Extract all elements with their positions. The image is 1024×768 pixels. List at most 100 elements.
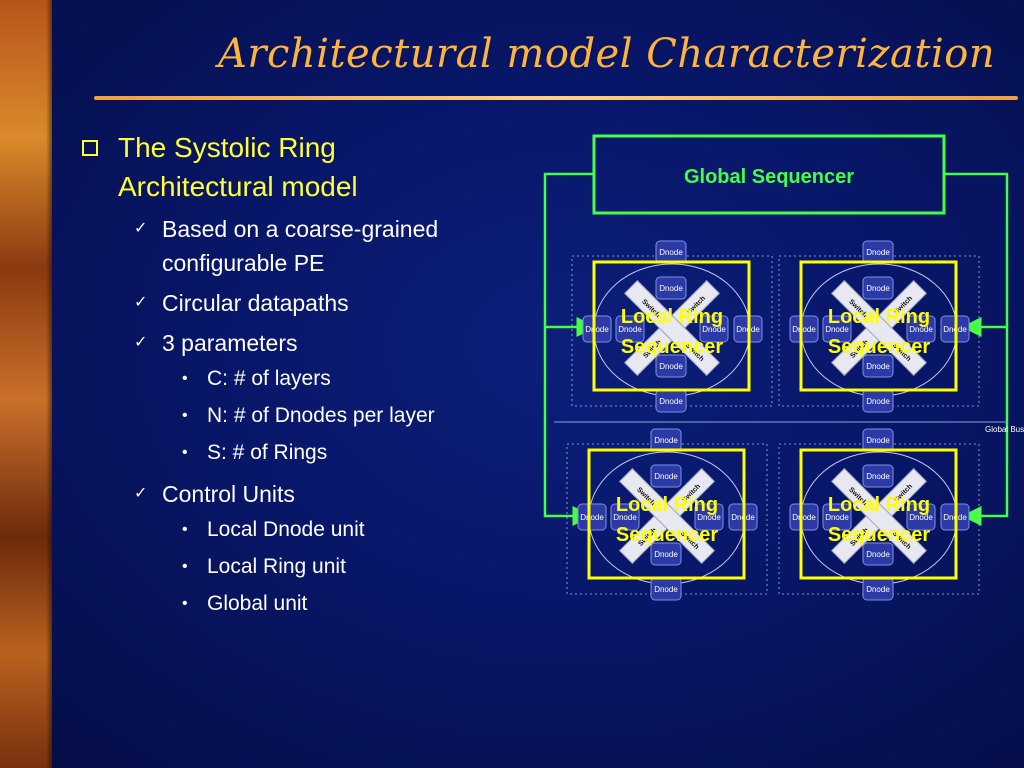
local-ring-label-line2: Sequencer	[828, 336, 930, 358]
control-line-left-top	[543, 172, 597, 337]
dnode-label: Dnode	[702, 325, 726, 334]
checkmark-icon: ✓	[134, 220, 148, 237]
dnode: Dnode	[610, 503, 640, 531]
dnode-block	[577, 503, 607, 531]
dnode-label: Dnode	[654, 436, 678, 445]
dnode-label: Dnode	[866, 248, 890, 257]
bullet-parameters: ✓ 3 parameters	[76, 326, 526, 360]
ring-unit: SwitchSwitchSwitchSwitchDnodeDnodeDnodeD…	[566, 428, 768, 601]
local-ring-sequencer-box	[799, 448, 958, 580]
dnode-label: Dnode	[580, 513, 604, 522]
dnode-block	[789, 503, 819, 531]
dnode-block	[822, 315, 852, 343]
dnode-label: Dnode	[909, 513, 933, 522]
param-item: •N: # of Dnodes per layer	[76, 397, 526, 434]
decorative-left-strip	[0, 0, 52, 768]
dnode-label: Dnode	[792, 513, 816, 522]
dnode-block	[655, 276, 687, 300]
dnode: Dnode	[862, 276, 894, 300]
checkmark-icon: ✓	[134, 485, 148, 502]
dnode: Dnode	[822, 503, 852, 531]
control-item: • Local Dnode unit	[76, 511, 526, 548]
ring-units: SwitchSwitchSwitchSwitchDnodeDnodeDnodeD…	[566, 240, 980, 601]
control-line-right-top	[944, 172, 1009, 337]
control-line-left-bottom	[543, 327, 593, 526]
dnode: Dnode	[862, 542, 894, 566]
dnode: Dnode	[789, 315, 819, 343]
dnode-label: Dnode	[866, 472, 890, 481]
bullet-list: The Systolic Ring Architectural model ✓ …	[76, 128, 526, 622]
dnode: Dnode	[655, 389, 687, 413]
dnode-label: Dnode	[866, 397, 890, 406]
dnode-block	[650, 464, 682, 488]
dnode-label: Dnode	[654, 550, 678, 559]
control-item: •Global unit	[76, 585, 526, 622]
bullet-main: The Systolic Ring Architectural model	[76, 128, 526, 206]
bullet-main-line1: The Systolic Ring	[118, 132, 336, 163]
dnode-label: Dnode	[659, 397, 683, 406]
dnode: Dnode	[582, 315, 612, 343]
dnode: Dnode	[650, 464, 682, 488]
local-ring-sequencer-box	[587, 448, 746, 580]
control-line-right-bottom	[961, 327, 1009, 526]
ring-unit: SwitchSwitchSwitchSwitchDnodeDnodeDnodeD…	[778, 240, 980, 413]
local-ring-label-line2: Sequencer	[616, 524, 718, 546]
dnode-block	[615, 315, 645, 343]
dnode-block	[862, 276, 894, 300]
ring-unit: SwitchSwitchSwitchSwitchDnodeDnodeDnodeD…	[571, 240, 773, 413]
bullet-control-units: ✓ Control Units	[76, 477, 526, 511]
dot-bullet-icon: •	[182, 444, 188, 461]
dnode-label: Dnode	[866, 362, 890, 371]
dnode: Dnode	[789, 503, 819, 531]
local-ring-label-line1: Local Ring	[828, 306, 930, 328]
local-ring-label-line2: Sequencer	[828, 524, 930, 546]
dnode-label: Dnode	[866, 550, 890, 559]
dnode-label: Dnode	[697, 513, 721, 522]
dnode: Dnode	[906, 315, 936, 343]
dnode: Dnode	[822, 315, 852, 343]
dnode: Dnode	[862, 389, 894, 413]
switch-bar	[623, 279, 721, 377]
checkmark-icon: ✓	[134, 294, 148, 311]
global-control-lines	[543, 172, 1009, 526]
dnode-block	[789, 315, 819, 343]
slide-title: Architectural model Characterization	[218, 31, 996, 77]
dnode: Dnode	[862, 354, 894, 378]
bullet-parameters-text: 3 parameters	[162, 330, 298, 356]
dnode: Dnode	[577, 503, 607, 531]
dnode-block	[822, 503, 852, 531]
dnode-block	[699, 315, 729, 343]
dnode-label: Dnode	[613, 513, 637, 522]
local-ring-label-line1: Local Ring	[616, 494, 718, 516]
dnode-block	[582, 315, 612, 343]
dot-bullet-icon: •	[182, 521, 188, 538]
dnode-label: Dnode	[866, 585, 890, 594]
dnode-block	[694, 503, 724, 531]
systolic-ring-diagram: Global Sequencer Global Bus SwitchSwitch…	[543, 134, 1024, 601]
control-item-text: Local Dnode unit	[207, 518, 365, 541]
local-ring-label-line2: Sequencer	[621, 336, 723, 358]
dnode-label: Dnode	[825, 513, 849, 522]
dnode-label: Dnode	[654, 585, 678, 594]
local-ring-label-line1: Local Ring	[828, 494, 930, 516]
dnode: Dnode	[650, 428, 682, 452]
dnode: Dnode	[650, 577, 682, 601]
local-ring-sequencer-box	[592, 260, 751, 392]
dnode: Dnode	[862, 464, 894, 488]
global-sequencer-label: Global Sequencer	[684, 166, 854, 188]
control-item-text: Local Ring unit	[207, 555, 346, 578]
dnode: Dnode	[862, 428, 894, 452]
param-item-text: C: # of layers	[207, 367, 331, 390]
dnode-label: Dnode	[866, 284, 890, 293]
dnode-label: Dnode	[659, 284, 683, 293]
dnode-label: Dnode	[792, 325, 816, 334]
dnode-label: Dnode	[659, 248, 683, 257]
dnode-block	[862, 354, 894, 378]
global-bus-label: Global Bus	[985, 425, 1024, 434]
dnode: Dnode	[650, 542, 682, 566]
dot-bullet-icon: •	[182, 370, 188, 387]
